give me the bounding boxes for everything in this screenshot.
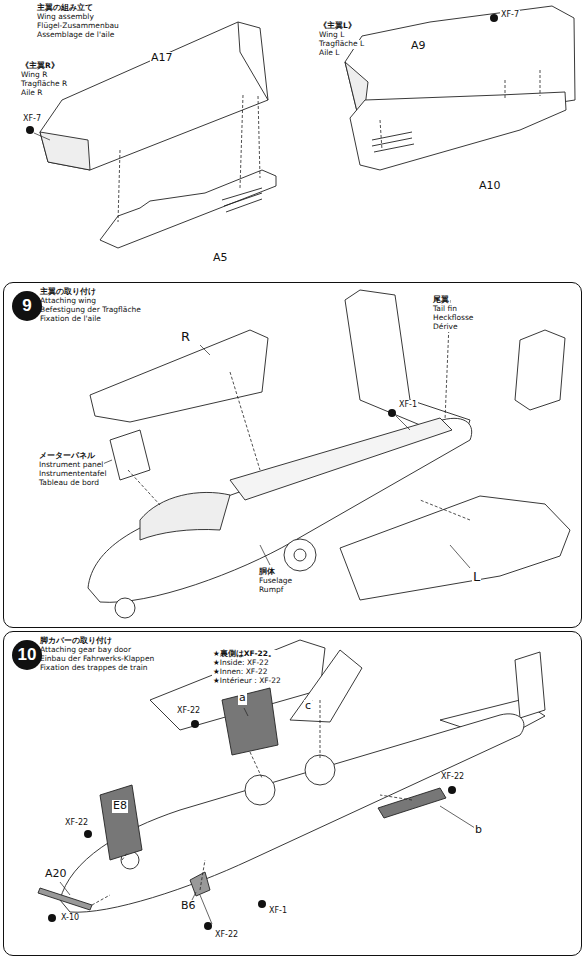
heading: Wing assembly [36, 13, 95, 22]
tail-fin-right [515, 330, 565, 410]
tail-fin [515, 652, 545, 718]
wing-label: R [180, 330, 191, 345]
step-panel: 脚カバーの取り付けAttaching gear bay doorEinbau d… [3, 631, 582, 956]
note: ★Innen: XF-22 [212, 668, 268, 677]
part-letter: a [238, 692, 247, 705]
part-name: Instrument panel [38, 461, 104, 470]
step-heading: Einbau der Fahrwerks-Klappen [40, 654, 154, 663]
paint-code: XF-7 [500, 10, 520, 19]
pitot-a20 [38, 888, 92, 910]
part-number: A17 [150, 52, 174, 65]
part-letter: c [304, 700, 312, 713]
paint-code: XF-1 [398, 400, 418, 409]
instrument-panel [110, 430, 150, 480]
group-label: 《主翼L》 [318, 22, 357, 31]
paint-code: XF-22 [214, 930, 239, 939]
part-name: Heckflosse [432, 314, 474, 323]
step-number-text: 9 [22, 296, 31, 316]
leader-lines [34, 133, 475, 924]
step-number: 9 [12, 291, 42, 321]
part-number: A10 [478, 180, 502, 193]
note: ★Inside: XF-22 [212, 659, 270, 668]
fuselage [60, 714, 524, 912]
wing-lower-a5 [100, 170, 276, 248]
part-name: Tableau de bord [38, 479, 100, 488]
part-number: A20 [44, 868, 68, 881]
part-number: E8 [112, 800, 128, 813]
step-heading: Fixation de l'aile [40, 314, 101, 323]
step-heading: Befestigung der Tragfläche [40, 305, 141, 314]
paint-code: XF-7 [22, 114, 42, 123]
step-heading: 脚カバーの取り付け [40, 636, 112, 645]
part-letter: b [474, 824, 483, 837]
paint-code: XF-22 [440, 772, 465, 781]
gear-door-c [290, 650, 362, 722]
group-label: Wing L [318, 31, 345, 40]
tail-fin [345, 290, 470, 435]
part-name: Instrumententafel [38, 470, 108, 479]
main-wheel [305, 755, 335, 785]
group-label: Aile L [318, 49, 340, 58]
heading: Assemblage de l'aile [36, 31, 115, 40]
paint-dots [26, 14, 498, 930]
wing-label: L [472, 570, 481, 585]
part-name: 尾翼 [432, 296, 450, 305]
group-label: Tragfläche L [318, 40, 365, 49]
paint-code: XF-22 [176, 706, 201, 715]
gear-door-b [378, 788, 446, 818]
main-wheel [284, 539, 316, 571]
part-b6 [190, 872, 210, 896]
part-name: Fuselage [258, 577, 293, 586]
step-number-text: 10 [18, 645, 37, 665]
part-number: B6 [180, 900, 197, 913]
part-number: A5 [212, 252, 229, 265]
part-name: 胴体 [258, 568, 276, 577]
note: ★裏側はXF-22。 [212, 650, 277, 659]
wing-lower-a10 [350, 92, 566, 170]
group-label: 《主翼R》 [20, 62, 60, 71]
part-name: Rumpf [258, 586, 284, 595]
nose-door-e8 [100, 785, 142, 860]
group-label: Tragfläche R [20, 80, 68, 89]
group-label: Wing R [20, 71, 48, 80]
nose-wheel [115, 598, 135, 618]
part-name: Tail fin [432, 305, 458, 314]
paint-code: XF-22 [64, 818, 89, 827]
cockpit [140, 492, 230, 540]
group-label: Aile R [20, 89, 44, 98]
part-name: Dérive [432, 323, 459, 332]
wing-upper-a17 [40, 22, 268, 170]
gear-door-a [222, 688, 278, 755]
paint-code: XF-1 [268, 906, 288, 915]
paint-code: X-10 [60, 913, 80, 922]
heading: 主翼の組み立て [36, 4, 94, 13]
step-heading: Fixation des trappes de train [40, 663, 148, 672]
step-heading: Attaching gear bay door [40, 645, 131, 654]
wing-l [340, 496, 570, 600]
engine [230, 418, 452, 500]
part-number: A9 [410, 40, 427, 53]
main-wheel [245, 775, 275, 805]
note: ★Intérieur : XF-22 [212, 677, 282, 686]
step-heading: Attaching wing [40, 296, 96, 305]
step-heading: 主翼の取り付け [40, 287, 96, 296]
heading: Flügel-Zusammenbau [36, 22, 120, 31]
step-number: 10 [12, 640, 42, 670]
part-name: メーターパネル [38, 452, 96, 461]
